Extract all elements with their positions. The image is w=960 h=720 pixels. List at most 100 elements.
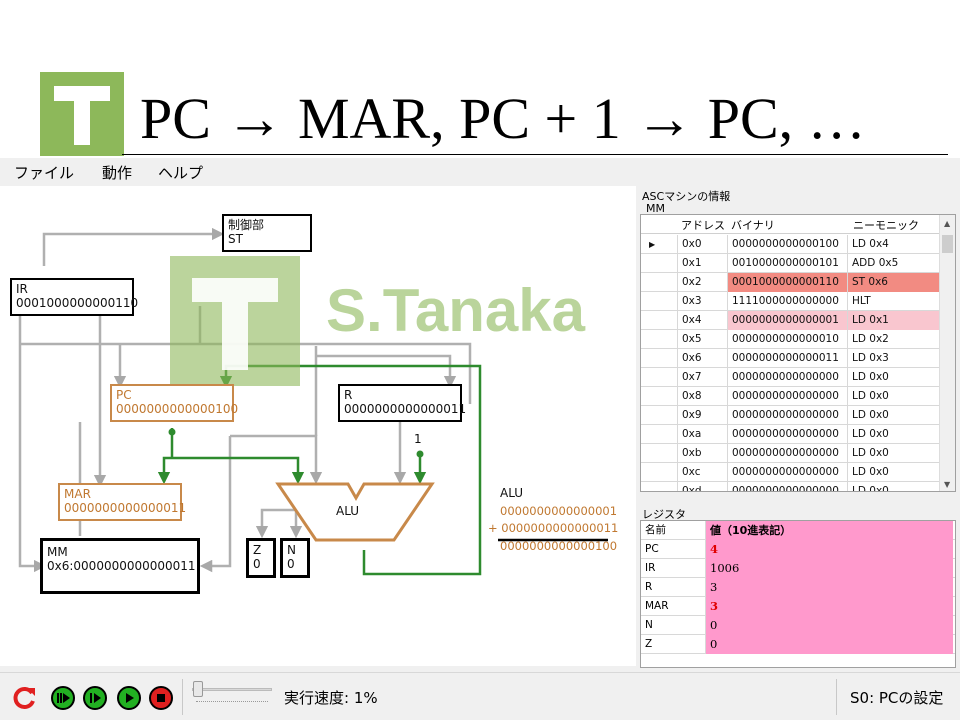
alu-label: ALU bbox=[336, 504, 360, 518]
current-row-icon: ▶ bbox=[649, 240, 656, 249]
registers-header: 名前 値（10進表記） bbox=[641, 521, 955, 540]
status-state: S0: PCの設定 bbox=[850, 689, 944, 707]
col-reg-value: 値（10進表記） bbox=[705, 521, 953, 540]
title-rule bbox=[122, 154, 948, 155]
mm-cell-mnem: LD 0x4 bbox=[847, 235, 941, 254]
menu-file[interactable]: ファイル bbox=[14, 164, 75, 182]
run-fast-icon bbox=[51, 686, 75, 710]
mm-cell-mnem: LD 0x1 bbox=[847, 311, 941, 330]
register-name: MAR bbox=[645, 600, 669, 612]
mm-cell-addr: 0x6 bbox=[677, 349, 727, 368]
row-indicator bbox=[641, 311, 677, 330]
reset-button[interactable] bbox=[12, 685, 38, 711]
mm-table-header: アドレス バイナリ ニーモニック bbox=[641, 215, 941, 234]
register-value: 3 bbox=[705, 578, 953, 597]
asc-info-title: ASCマシンの情報 bbox=[642, 190, 731, 203]
ir-value: 0001000000000110 bbox=[16, 296, 139, 310]
z-value: 0 bbox=[253, 557, 261, 571]
register-name: Z bbox=[645, 638, 653, 650]
mm-cell-mnem: LD 0x0 bbox=[847, 406, 941, 425]
scroll-down-icon[interactable]: ▼ bbox=[944, 480, 951, 489]
n-flag-box: N 0 bbox=[280, 538, 310, 578]
step-button[interactable] bbox=[116, 685, 142, 711]
slider-thumb[interactable] bbox=[192, 681, 203, 697]
slider-track bbox=[192, 688, 272, 691]
r-value: 0000000000000011 bbox=[344, 402, 467, 416]
mm-cell-bin: 0000000000000000 bbox=[727, 387, 847, 406]
mm-cell-mnem: LD 0x0 bbox=[847, 444, 941, 463]
col-address[interactable]: アドレス bbox=[681, 219, 725, 232]
menu-operation[interactable]: 動作 bbox=[102, 164, 133, 182]
row-indicator bbox=[641, 254, 677, 273]
mm-scrollbar[interactable]: ▲ ▼ bbox=[939, 215, 955, 491]
watermark-logo bbox=[170, 256, 300, 386]
speed-slider[interactable] bbox=[192, 681, 272, 709]
mm-cell-bin: 0010000000000101 bbox=[727, 254, 847, 273]
stop-button[interactable] bbox=[148, 685, 174, 711]
mm-cell-bin: 0000000000000000 bbox=[727, 406, 847, 425]
mm-cell-mnem: LD 0x0 bbox=[847, 425, 941, 444]
col-reg-name: 名前 bbox=[645, 524, 666, 536]
register-row: IR 1006 bbox=[641, 559, 955, 578]
mm-cell-addr: 0xb bbox=[677, 444, 727, 463]
register-name: IR bbox=[645, 562, 656, 574]
n-value: 0 bbox=[287, 557, 295, 571]
row-indicator bbox=[641, 406, 677, 425]
mm-cell-bin: 1111000000000000 bbox=[727, 292, 847, 311]
menu-help[interactable]: ヘルプ bbox=[158, 164, 204, 182]
col-mnemonic[interactable]: ニーモニック bbox=[853, 219, 919, 232]
mm-cell-mnem: LD 0x3 bbox=[847, 349, 941, 368]
run-button[interactable] bbox=[82, 685, 108, 711]
row-indicator bbox=[641, 349, 677, 368]
constant-one-label: 1 bbox=[414, 432, 422, 446]
control-unit-state: ST bbox=[228, 232, 243, 246]
register-value: 1006 bbox=[705, 559, 953, 578]
mm-value: 0x6:0000000000000011 bbox=[47, 559, 196, 573]
alu-operand2: + 0000000000000011 bbox=[488, 521, 619, 535]
alu-shape bbox=[275, 482, 435, 542]
run-fast-button[interactable] bbox=[50, 685, 76, 711]
mm-cell-addr: 0x2 bbox=[677, 273, 727, 292]
scroll-up-icon[interactable]: ▲ bbox=[944, 219, 951, 228]
reset-icon bbox=[13, 687, 35, 709]
datapath-wires bbox=[18, 227, 608, 576]
mm-cell-addr: 0x8 bbox=[677, 387, 727, 406]
mm-cell-bin: 0000000000000000 bbox=[727, 368, 847, 387]
register-name: N bbox=[645, 619, 653, 631]
register-value: 0 bbox=[705, 616, 953, 635]
mm-cell-bin: 0000000000000010 bbox=[727, 330, 847, 349]
mm-cell-addr: 0x4 bbox=[677, 311, 727, 330]
mm-cell-mnem: LD 0x0 bbox=[847, 387, 941, 406]
scroll-thumb[interactable] bbox=[942, 235, 953, 253]
mm-cell-bin: 0000000000000001 bbox=[727, 311, 847, 330]
col-binary[interactable]: バイナリ bbox=[731, 219, 775, 232]
mm-cell-mnem: ADD 0x5 bbox=[847, 254, 941, 273]
row-indicator bbox=[641, 368, 677, 387]
mm-cell-mnem: LD 0x0 bbox=[847, 463, 941, 482]
slide-logo bbox=[40, 72, 124, 156]
row-indicator bbox=[641, 330, 677, 349]
mm-cell-addr: 0xa bbox=[677, 425, 727, 444]
row-indicator bbox=[641, 463, 677, 482]
mm-cell-bin: 0001000000000110 bbox=[727, 273, 847, 292]
register-value: 3 bbox=[705, 597, 953, 616]
mm-label: MM bbox=[47, 545, 68, 559]
status-separator bbox=[836, 679, 837, 715]
control-toolbar: 実行速度: 1% S0: PCの設定 bbox=[0, 672, 960, 720]
